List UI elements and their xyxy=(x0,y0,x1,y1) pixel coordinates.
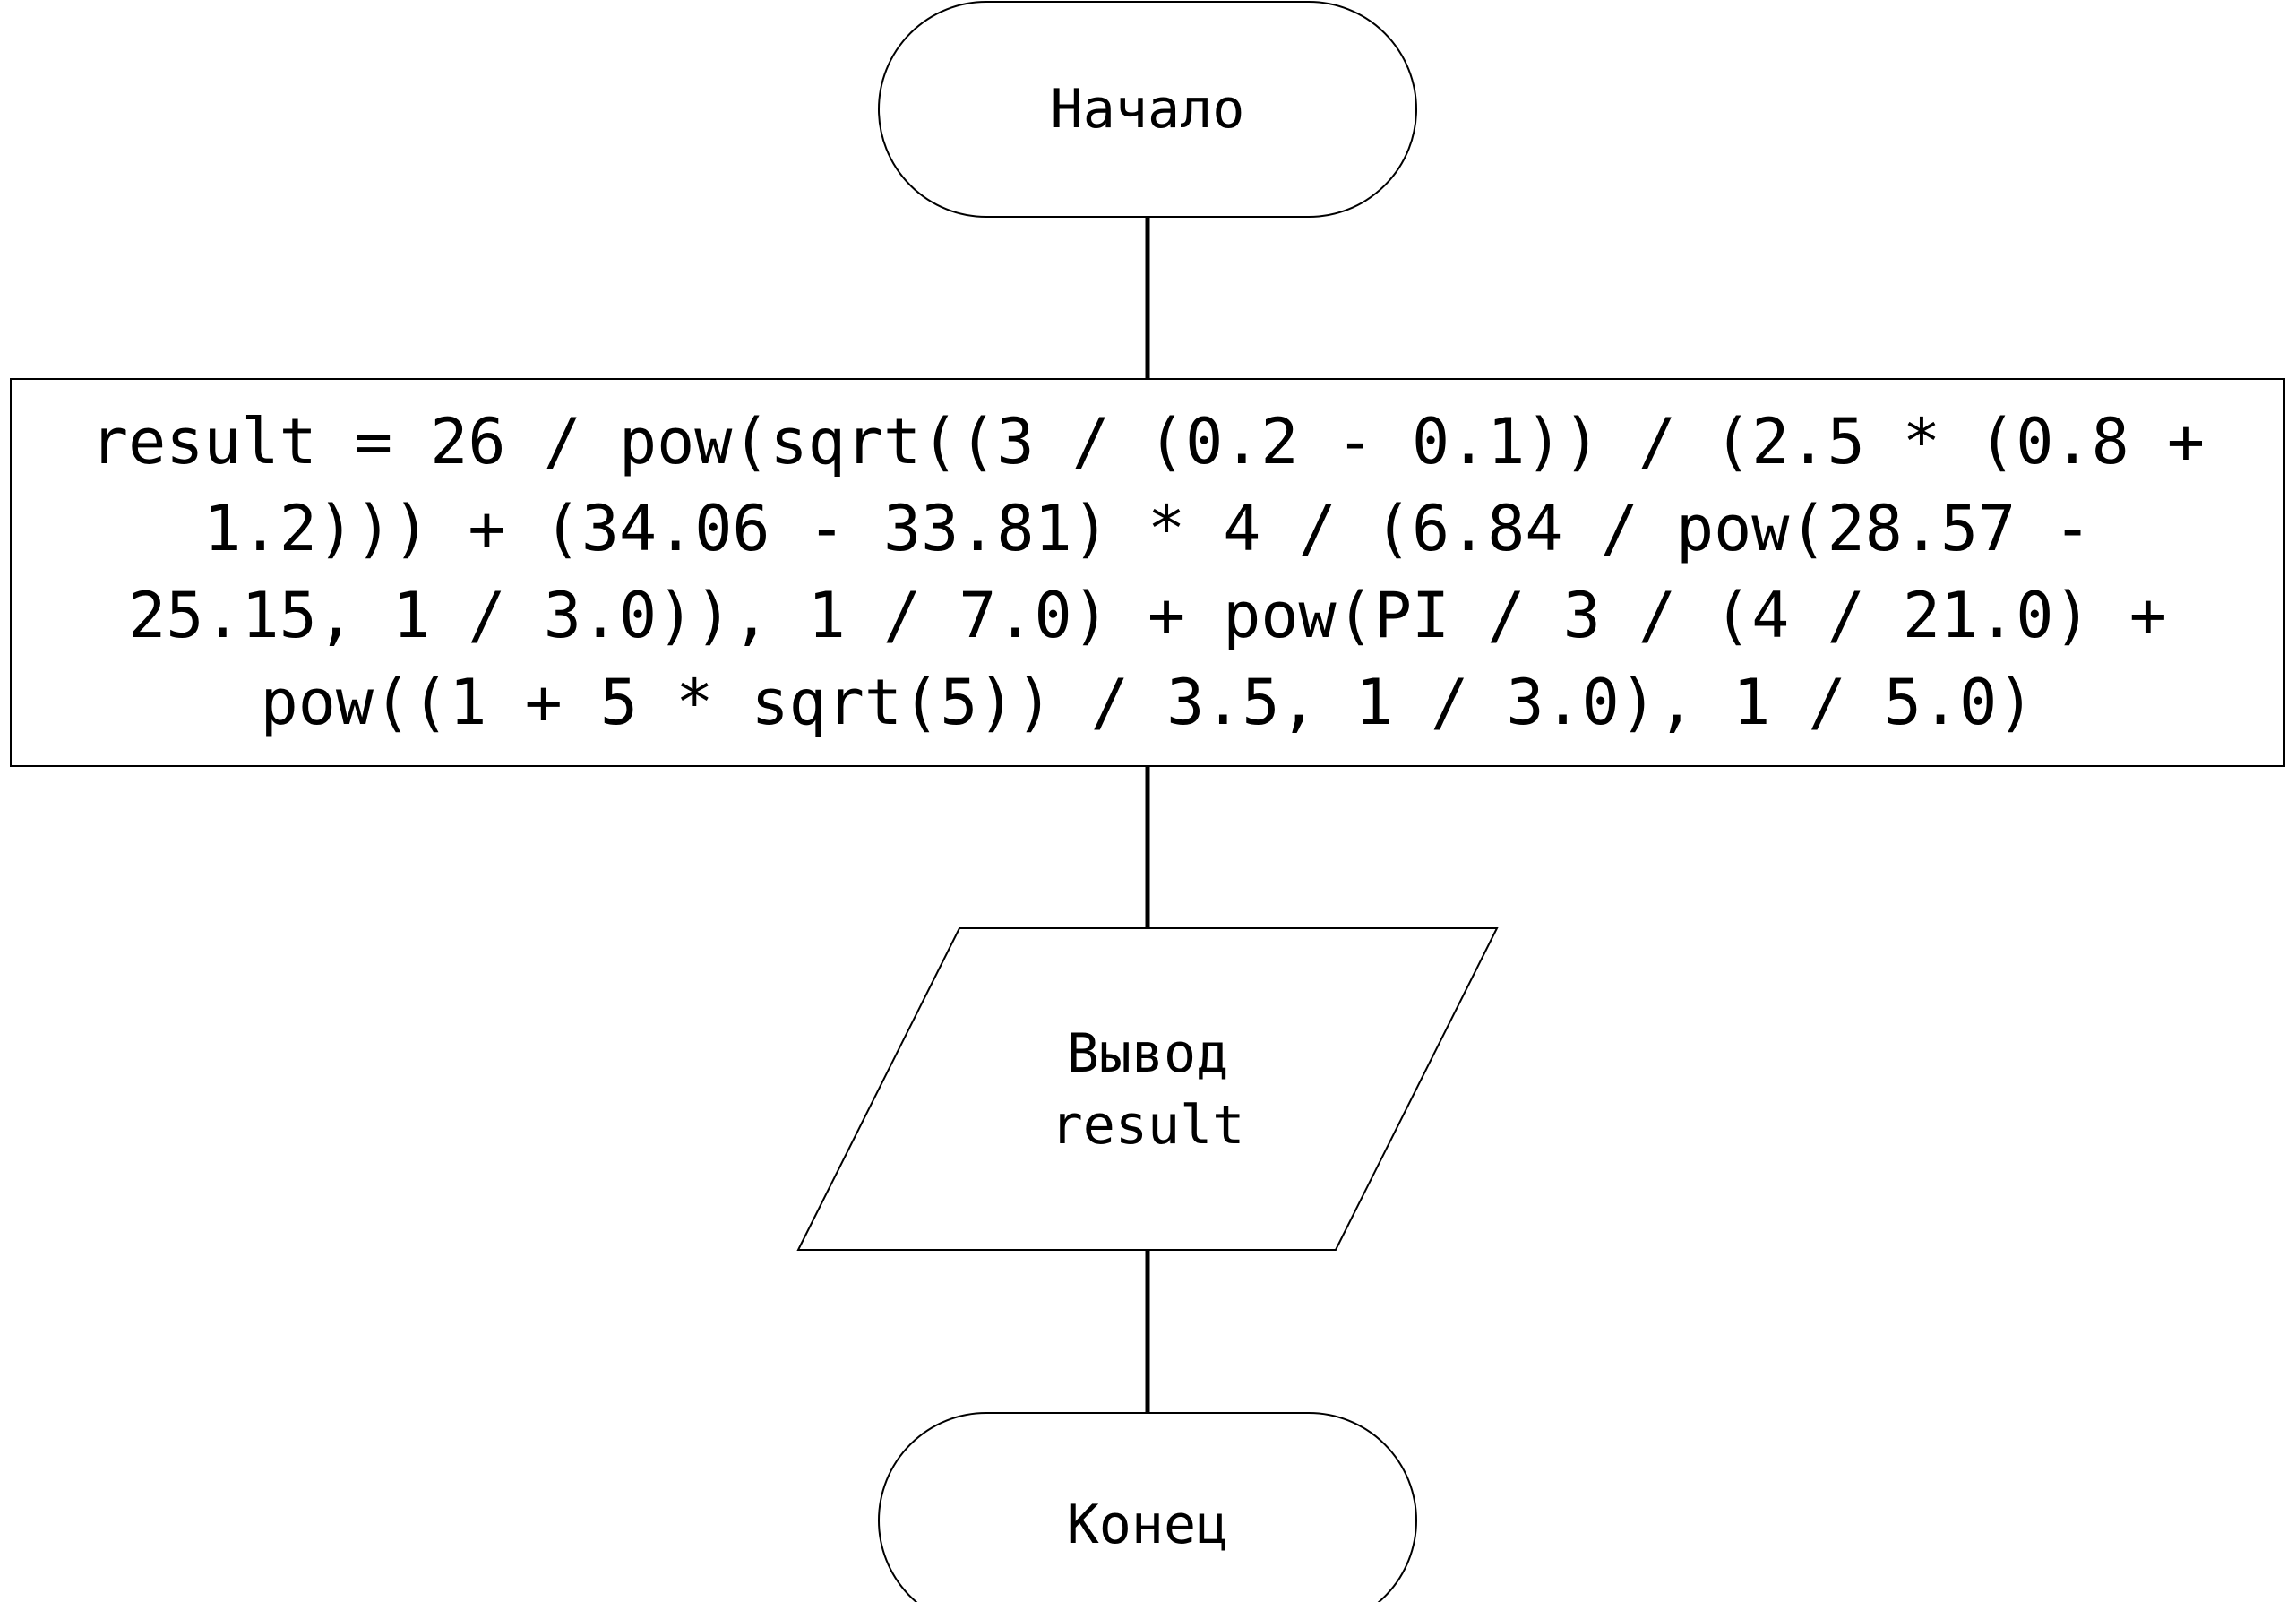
process-line-3: 25.15, 1 / 3.0)), 1 / 7.0) + pow(PI / 3 … xyxy=(128,579,2167,652)
end-terminator xyxy=(878,1412,1417,1602)
process-line-1: result = 26 / pow(sqrt((3 / (0.2 - 0.1))… xyxy=(90,405,2206,478)
start-label: Начало xyxy=(1050,78,1245,141)
end-label: Конец xyxy=(1066,1494,1229,1556)
output-line-1: Вывод xyxy=(1066,1021,1229,1085)
process-block xyxy=(10,378,2285,767)
start-terminator xyxy=(878,1,1417,218)
output-parallelogram xyxy=(796,927,1499,1251)
process-label: result = 26 / pow(sqrt((3 / (0.2 - 0.1))… xyxy=(11,379,2284,766)
output-label: Вывод result xyxy=(879,928,1416,1250)
process-line-2: 1.2))) + (34.06 - 33.81) * 4 / (6.84 / p… xyxy=(203,492,2092,565)
output-line-2: result xyxy=(1050,1093,1245,1157)
process-line-4: pow((1 + 5 * sqrt(5)) / 3.5, 1 / 3.0), 1… xyxy=(260,666,2035,739)
